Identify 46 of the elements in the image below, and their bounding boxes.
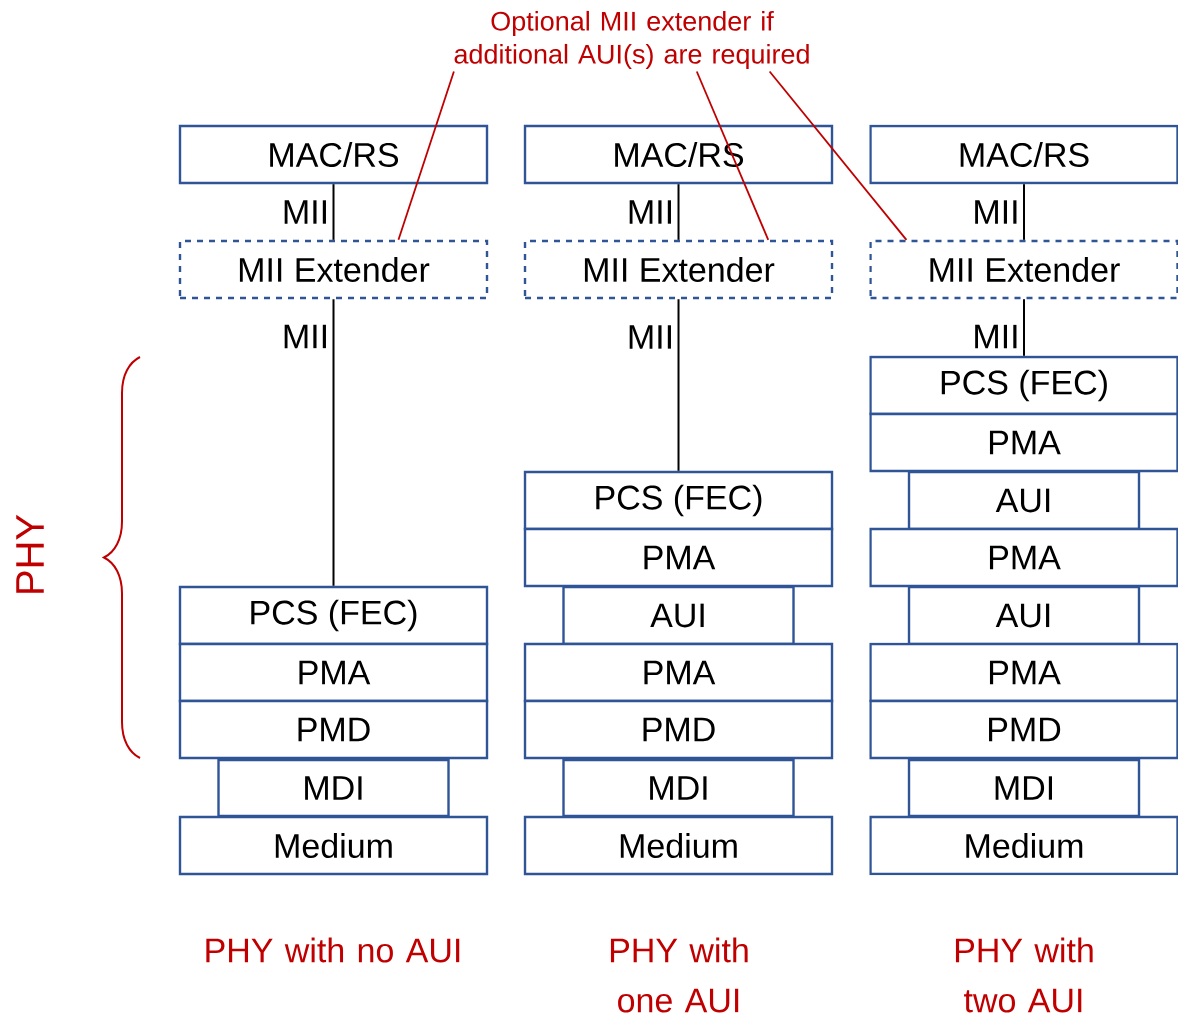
- layer-box: MDI: [907, 758, 1141, 818]
- layer-box: PMD: [178, 699, 489, 760]
- leader-line: [397, 70, 455, 241]
- layer-box: PMA: [869, 412, 1178, 473]
- layer-box: MAC/RS: [178, 124, 489, 185]
- leader-line: [695, 70, 770, 241]
- column-caption: PHY with one AUI: [610, 937, 748, 1013]
- layer-box: AUI: [907, 470, 1141, 531]
- edge-label: MII: [975, 200, 1017, 224]
- column-caption: PHY with two AUI: [955, 937, 1093, 1013]
- layer-box: AUI: [562, 585, 795, 646]
- layer-box: Medium: [523, 815, 834, 876]
- edge-label: MII: [629, 200, 671, 224]
- extender-box: MII Extender: [869, 239, 1178, 300]
- connector-line: [1023, 298, 1025, 357]
- connector-line: [677, 183, 680, 241]
- layer-box: AUI: [907, 585, 1141, 646]
- edge-label: MII: [284, 324, 326, 349]
- layer-box: Medium: [869, 815, 1178, 876]
- layer-box: PMA: [178, 642, 489, 703]
- extender-box: MII Extender: [523, 239, 834, 300]
- layer-box: Medium: [178, 815, 489, 876]
- layer-box: PMA: [523, 642, 834, 703]
- layer-box: PMA: [523, 527, 834, 588]
- layer-box: PMD: [869, 699, 1178, 760]
- leader-line: [768, 70, 908, 241]
- edge-label: MII: [284, 200, 326, 224]
- connector-line: [1023, 183, 1025, 241]
- connector-line: [332, 183, 335, 241]
- layer-box: PMD: [523, 699, 834, 760]
- edge-label: MII: [629, 325, 671, 349]
- edge-label: MII: [975, 324, 1017, 349]
- callout-text: Optional MII extender if additional AUI(s) are required: [454, 10, 809, 70]
- connector-line: [677, 298, 680, 472]
- layer-box: PCS (FEC): [178, 585, 489, 646]
- layer-box: PMA: [869, 642, 1178, 703]
- layer-box: MAC/RS: [869, 124, 1178, 185]
- layer-box: MDI: [217, 758, 450, 818]
- layer-box: MDI: [562, 758, 795, 818]
- layer-box: PCS (FEC): [523, 470, 834, 531]
- extender-box: MII Extender: [178, 239, 489, 300]
- column-caption: PHY with no AUI: [206, 937, 460, 963]
- connector-line: [332, 298, 335, 587]
- layer-box: PCS (FEC): [869, 355, 1178, 416]
- layer-box: PMA: [869, 527, 1178, 588]
- bracket-label: PHY: [16, 514, 44, 593]
